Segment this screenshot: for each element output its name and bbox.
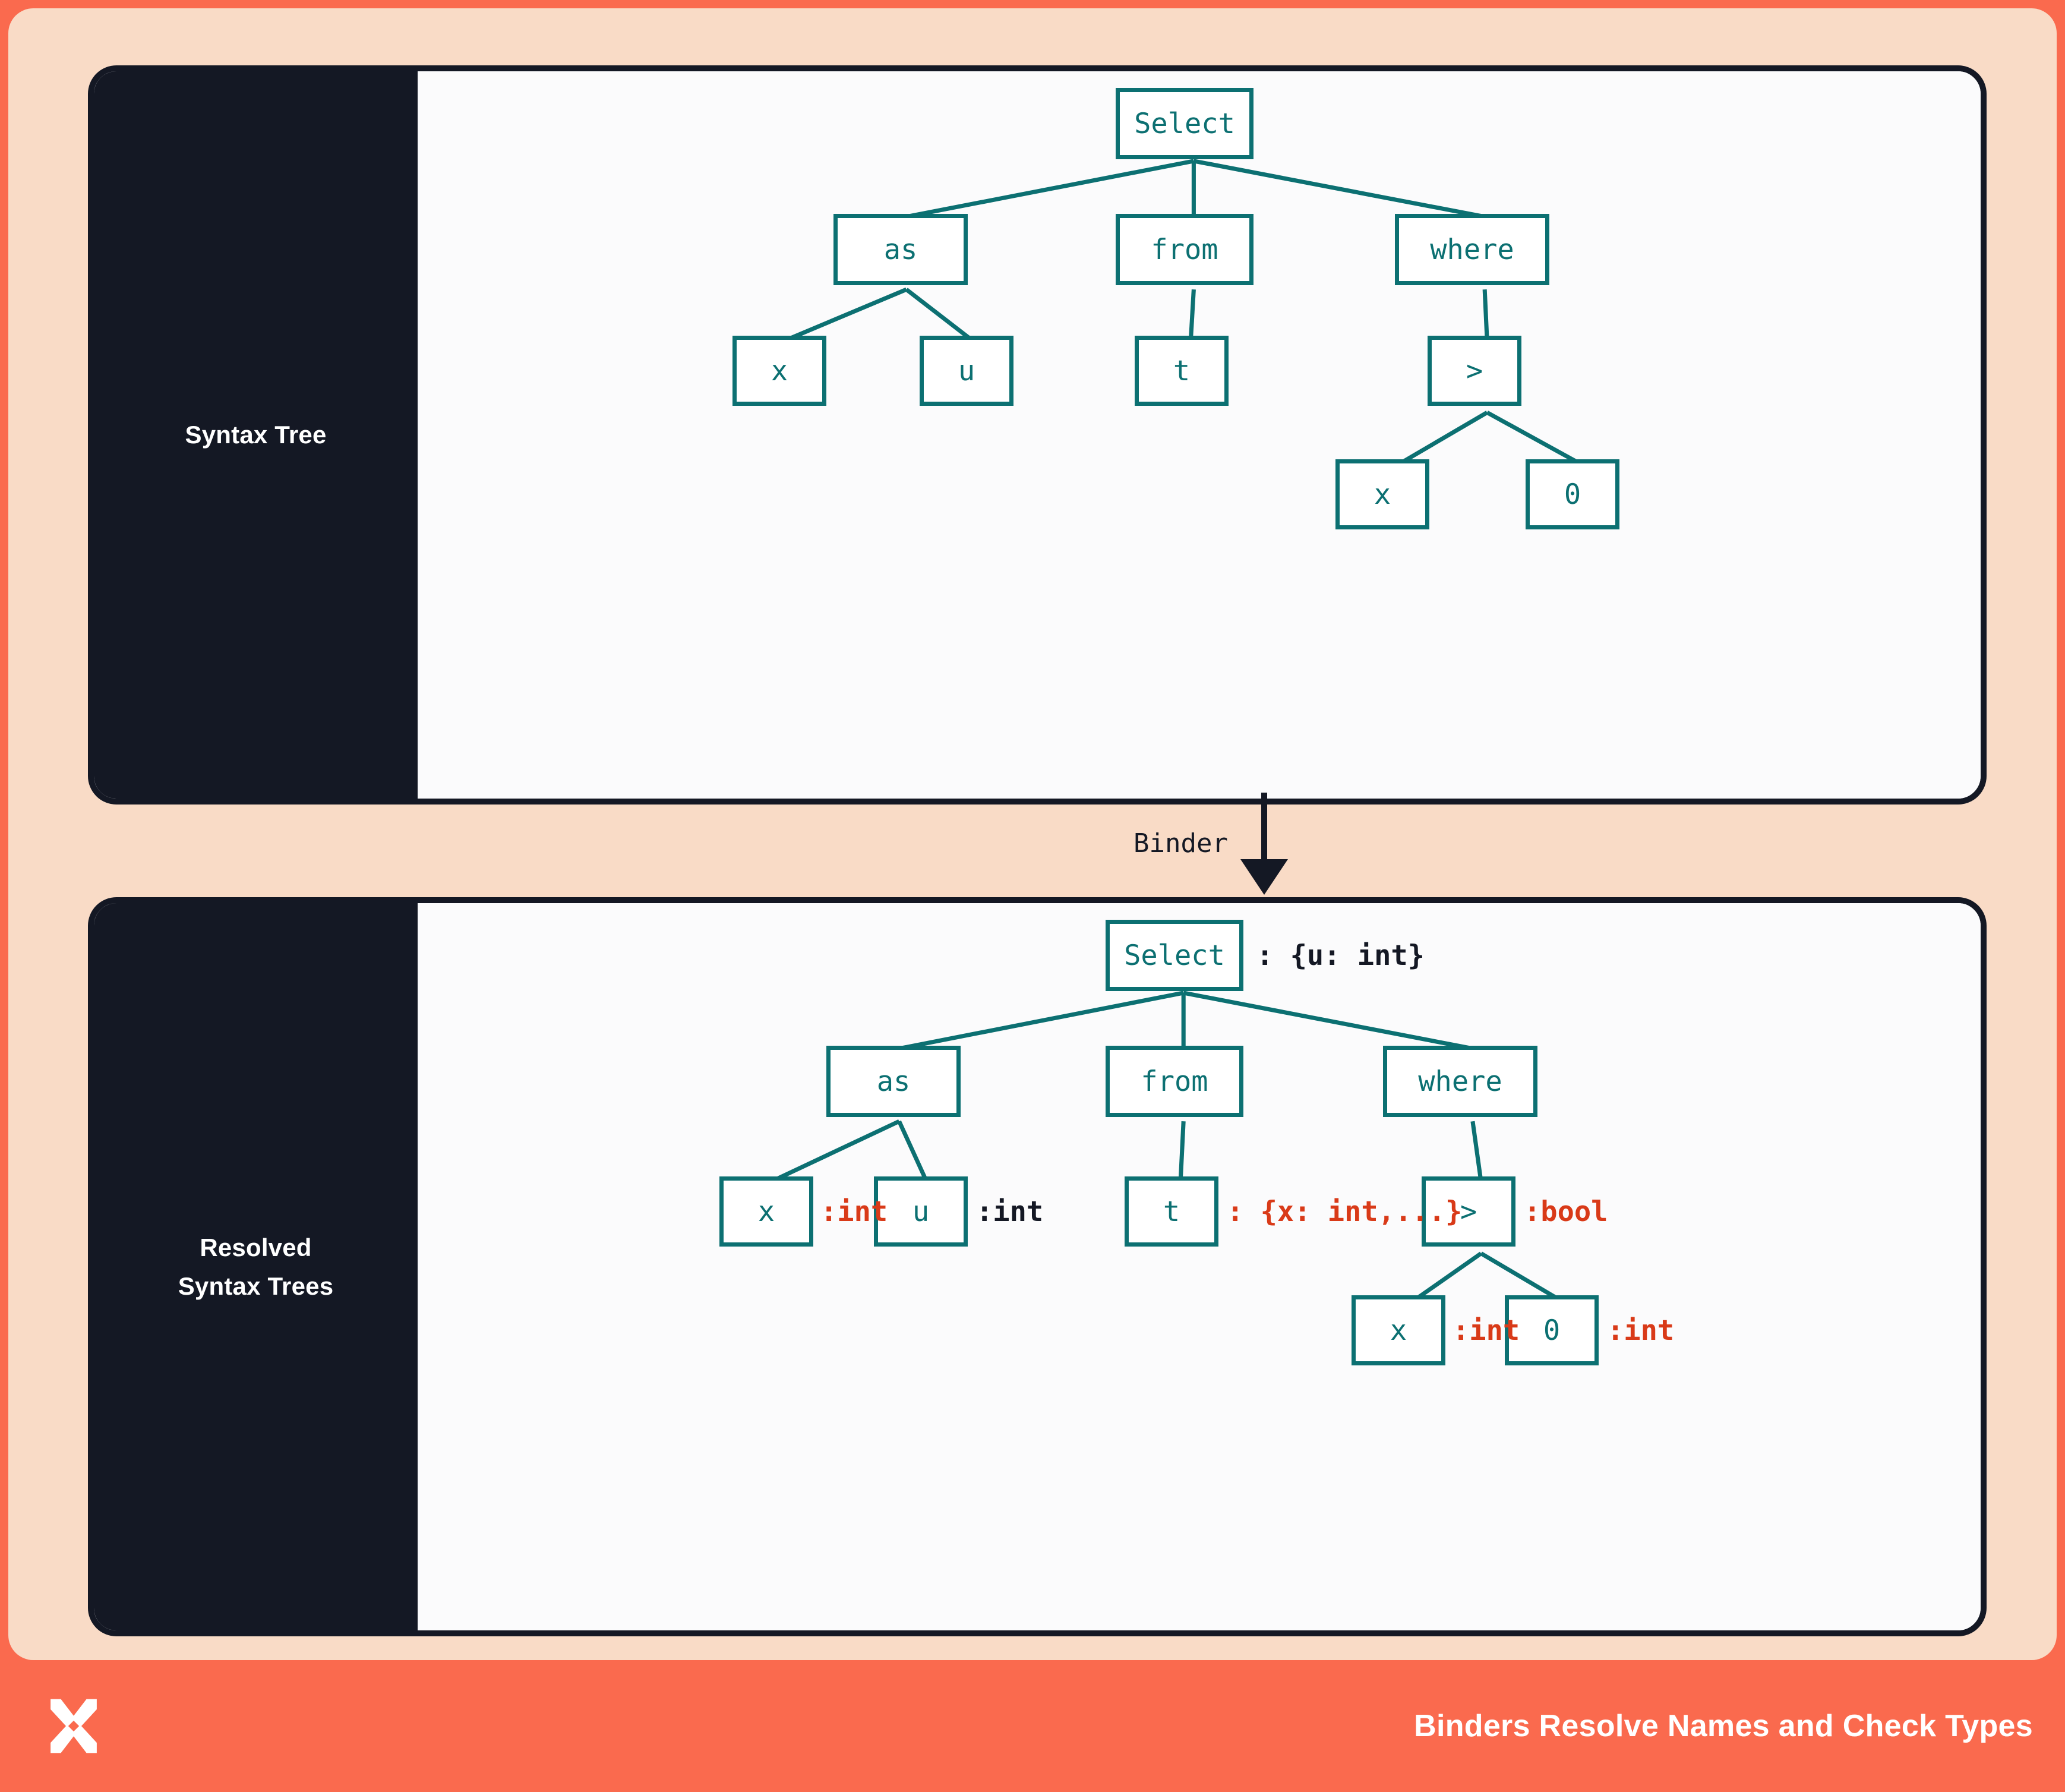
tree-node-where[interactable]: where — [1395, 214, 1549, 285]
binder-arrow-icon — [1240, 793, 1288, 895]
type-ann-x2: :int — [1453, 1314, 1520, 1347]
tree-edge — [1409, 1251, 1483, 1305]
tree-node-gt[interactable]: > — [1422, 1176, 1515, 1247]
tree-edge — [1470, 1121, 1483, 1182]
tree-node-t[interactable]: t — [1135, 336, 1229, 406]
tree-edge — [1178, 1121, 1186, 1182]
tree-edge — [1480, 1251, 1567, 1305]
tree-node-zero[interactable]: 0 — [1505, 1295, 1599, 1365]
tree-node-select[interactable]: Select — [1116, 88, 1253, 159]
tree-edge — [897, 1120, 929, 1183]
tree-node-x2[interactable]: x — [1335, 459, 1429, 529]
tree-edge — [1486, 411, 1587, 469]
panel-label-syntax-tree: Syntax Tree — [94, 71, 418, 799]
type-ann-x1: :int — [820, 1195, 888, 1228]
tree-canvas-syntax-tree: Select as from where x u t > x 0 — [418, 71, 1981, 799]
type-ann-gt: :bool — [1524, 1195, 1608, 1228]
tree-node-x1[interactable]: x — [732, 336, 826, 406]
tree-node-t[interactable]: t — [1125, 1176, 1218, 1247]
panel-label-text: Syntax Tree — [185, 421, 327, 449]
tree-edge — [1183, 990, 1473, 1051]
tree-node-x2[interactable]: x — [1352, 1295, 1445, 1365]
tree-edges-syntax-tree — [782, 159, 1587, 469]
tree-edges-resolved-syntax-trees — [769, 990, 1567, 1305]
binder-connector: Binder — [88, 793, 1975, 897]
tree-node-zero[interactable]: 0 — [1526, 459, 1619, 529]
type-ann-select: : {u: int} — [1256, 939, 1425, 972]
tree-node-as[interactable]: as — [826, 1046, 961, 1117]
tree-edge — [1193, 159, 1485, 219]
panel-syntax-tree: Syntax Tree Select as from where x u t > x 0 — [88, 65, 1987, 804]
tree-node-where[interactable]: where — [1383, 1046, 1537, 1117]
tree-node-from[interactable]: from — [1106, 1046, 1243, 1117]
tree-edge — [906, 159, 1195, 219]
tree-edge — [1393, 411, 1488, 469]
tree-edge — [769, 1119, 901, 1184]
type-ann-u: :int — [976, 1195, 1044, 1228]
tree-node-as[interactable]: as — [833, 214, 968, 285]
x-mark-logo-icon — [50, 1699, 97, 1753]
tree-node-select[interactable]: Select — [1106, 920, 1243, 991]
tree-node-u[interactable]: u — [874, 1176, 968, 1247]
footer-title: Binders Resolve Names and Check Types — [1414, 1709, 2033, 1743]
tree-node-from[interactable]: from — [1116, 214, 1253, 285]
type-ann-t: : {x: int,...} — [1227, 1195, 1463, 1228]
tree-edge — [898, 990, 1184, 1051]
tree-edge — [905, 288, 975, 343]
tree-edge — [782, 287, 908, 343]
tree-node-x1[interactable]: x — [719, 1176, 813, 1247]
binder-label: Binder — [1133, 828, 1228, 859]
tree-node-gt[interactable]: > — [1428, 336, 1521, 406]
footer-bar: Binders Resolve Names and Check Types — [0, 1660, 2065, 1792]
tree-edge — [1188, 289, 1196, 342]
tree-node-u[interactable]: u — [920, 336, 1013, 406]
tree-edge — [1482, 289, 1489, 342]
type-ann-zero: :int — [1607, 1314, 1675, 1347]
